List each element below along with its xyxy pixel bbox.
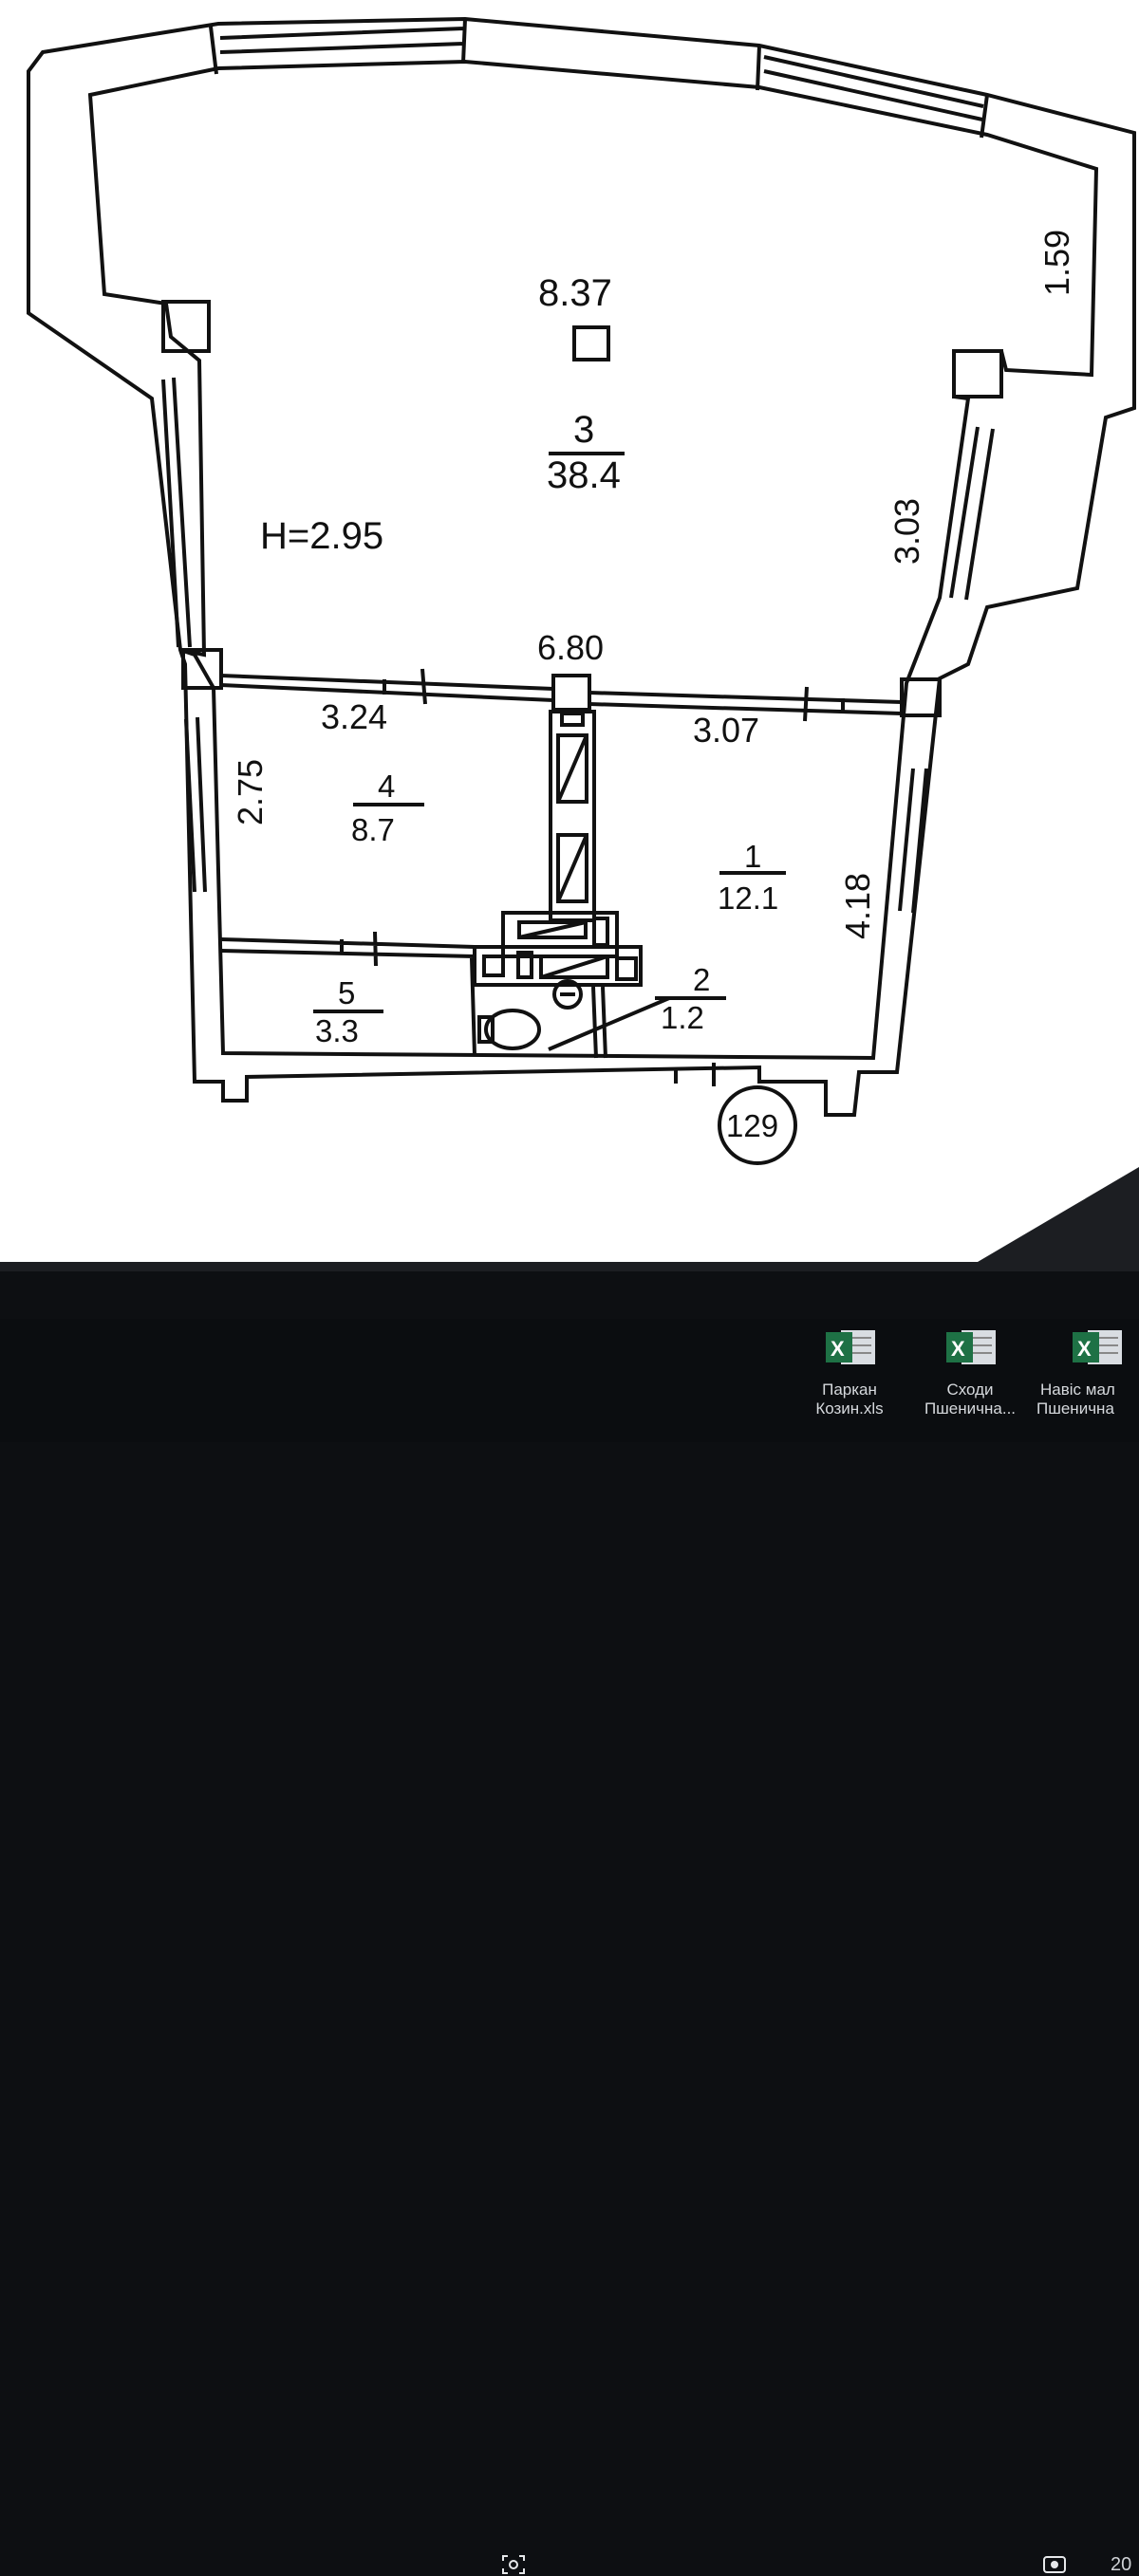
- svg-text:X: X: [1077, 1337, 1092, 1361]
- file-name-line2: Пшенична...: [924, 1399, 1017, 1418]
- door-marks-main: [383, 668, 845, 722]
- file-name-line1: Паркан: [822, 1381, 877, 1399]
- window-right-lower: [898, 768, 928, 914]
- apartment-number: 129: [726, 1108, 778, 1143]
- file-name-line2: Пшенична: [1036, 1399, 1114, 1418]
- document-viewer: 8.37 3 38.4 H=2.95 6.80 3.24 3.07 1.59 3…: [0, 0, 1139, 1271]
- dim-right-top: 1.59: [1037, 230, 1076, 296]
- bathroom-walls: [470, 957, 607, 1059]
- floor-plan: 8.37 3 38.4 H=2.95 6.80 3.24 3.07 1.59 3…: [27, 16, 1136, 1165]
- desktop-file-navis[interactable]: X Навіс мал Пшенична: [1033, 1326, 1139, 1418]
- column-left: [181, 648, 223, 690]
- room2-area: 1.2: [661, 1000, 704, 1035]
- column-top-right: [952, 349, 1003, 398]
- room4-area: 8.7: [351, 812, 395, 847]
- shaft-cell: [556, 833, 588, 903]
- window-left-upper: [161, 377, 192, 648]
- file-name-line1: Сходи: [946, 1381, 994, 1399]
- dim-room1-depth: 4.18: [838, 873, 877, 939]
- viewer-toolbar: 20: [0, 1271, 1139, 2575]
- inner-wall: [87, 59, 1099, 1061]
- room2-number: 2: [693, 962, 710, 997]
- dim-middle-width: 6.80: [537, 628, 604, 667]
- file-name-line2: Козин.xls: [815, 1399, 884, 1418]
- room3-area: 38.4: [547, 454, 621, 496]
- column-top-left: [161, 300, 211, 353]
- fraction-bar: [313, 452, 786, 1013]
- file-name-line1: Навіс мал: [1040, 1381, 1115, 1399]
- room5-area: 3.3: [315, 1013, 359, 1048]
- room4-number: 4: [378, 769, 395, 804]
- column-right: [900, 677, 942, 717]
- excel-file-icon: X: [826, 1330, 875, 1364]
- room1-area: 12.1: [718, 880, 778, 916]
- shaft-cell: [560, 712, 585, 727]
- ceiling-height: H=2.95: [260, 515, 383, 557]
- window-left-lower: [184, 716, 207, 893]
- partition-room5: [220, 931, 476, 967]
- apartment-number-circle: [718, 1085, 797, 1165]
- desktop-file-skhody[interactable]: X Сходи Пшенична...: [904, 1326, 1036, 1418]
- dim-right-mid: 3.03: [887, 498, 926, 565]
- column-center: [551, 674, 591, 712]
- page-indicator: 20: [1111, 2554, 1132, 2575]
- dim-room1-width: 3.07: [693, 711, 759, 750]
- window-right-upper: [949, 426, 995, 601]
- room3-number: 3: [573, 409, 594, 451]
- room1-number: 1: [744, 839, 761, 874]
- toilet-icon: [484, 1009, 541, 1050]
- window-top-left: [209, 18, 467, 75]
- dim-room4-width: 3.24: [321, 697, 387, 736]
- excel-file-icon: X: [1073, 1330, 1122, 1364]
- dim-room4-depth: 2.75: [231, 759, 270, 825]
- window-top-right: [756, 45, 989, 139]
- shaft-cell: [556, 733, 588, 804]
- dim-top-width: 8.37: [538, 272, 612, 314]
- partition-main: [220, 674, 903, 715]
- sink-icon: [552, 979, 583, 1010]
- excel-file-icon: X: [946, 1330, 996, 1364]
- svg-text:X: X: [831, 1337, 845, 1361]
- ventilation-square: [572, 325, 610, 361]
- svg-text:X: X: [951, 1337, 965, 1361]
- outer-wall: [27, 16, 1136, 1117]
- zoom-fit-icon[interactable]: [501, 2554, 526, 2575]
- view-mode-icon[interactable]: [1042, 2554, 1067, 2575]
- desktop-file-parkan[interactable]: X Паркан Козин.xls: [783, 1326, 916, 1418]
- document-page: 8.37 3 38.4 H=2.95 6.80 3.24 3.07 1.59 3…: [0, 0, 1139, 1262]
- room5-number: 5: [338, 975, 355, 1010]
